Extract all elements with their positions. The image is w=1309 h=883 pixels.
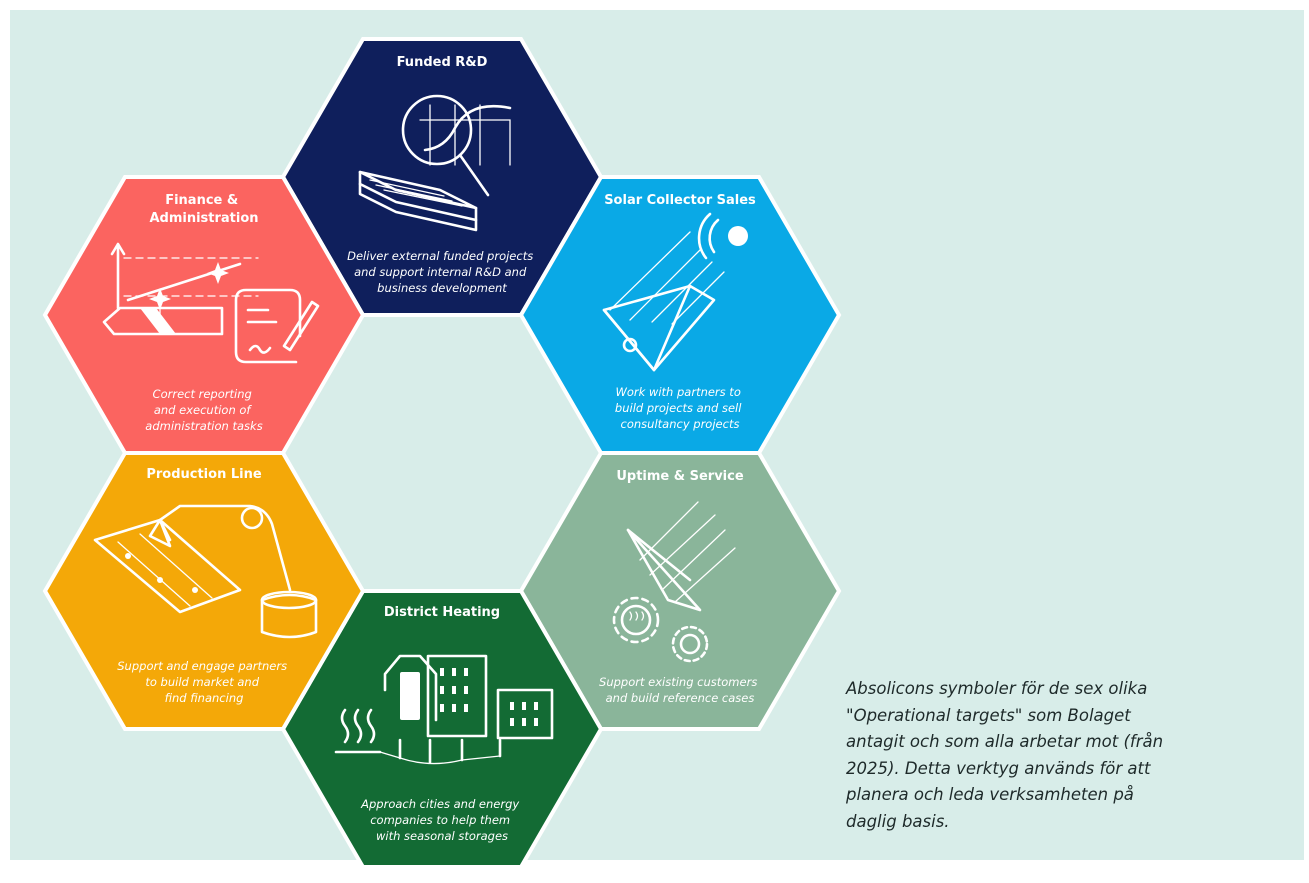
hex-title: District Heating bbox=[384, 605, 500, 620]
hex-description: Support existing customers and build ref… bbox=[599, 675, 761, 705]
windows bbox=[440, 668, 468, 712]
collector-gears-icon bbox=[612, 501, 736, 663]
hex-finance-administration: Finance & Administration Correct reporti… bbox=[42, 175, 366, 455]
caption-line: daglig basis. bbox=[846, 811, 950, 831]
hex-title: Solar Collector Sales bbox=[604, 193, 756, 208]
hex-description: Approach cities and energy companies to … bbox=[360, 797, 523, 843]
caption-line: Absolicons symboler för de sex olika bbox=[846, 679, 1148, 698]
hex-description: Deliver external funded projects and sup… bbox=[347, 249, 537, 295]
caption-text: Absolicons symboler för de sex olika "Op… bbox=[846, 676, 1164, 835]
hex-description: Work with partners to build projects and… bbox=[615, 385, 745, 431]
hex-solar-collector-sales: Solar Collector Sales Work with partners… bbox=[518, 175, 842, 455]
hex-title: Production Line bbox=[146, 467, 262, 482]
hex-title: Funded R&D bbox=[397, 55, 488, 70]
hex-title: Uptime & Service bbox=[616, 469, 744, 484]
hex-description: Support and engage partners to build mar… bbox=[117, 659, 290, 705]
caption-line: "Operational targets" som Bolaget bbox=[846, 705, 1131, 725]
hex-district-heating: District Heating bbox=[280, 589, 604, 869]
city-buildings-icon bbox=[334, 654, 554, 765]
hex-title: Finance & Administration bbox=[149, 193, 258, 226]
hex-shape bbox=[42, 175, 366, 455]
magnifier-report-icon bbox=[358, 94, 512, 232]
solar-collector-icon bbox=[602, 212, 748, 372]
caption-line: planera och leda verksamheten på bbox=[846, 785, 1134, 804]
chart-document-icon bbox=[102, 242, 320, 364]
caption-line: 2025). Detta verktyg används för att bbox=[846, 758, 1151, 778]
hex-description: Correct reporting and execution of admin… bbox=[145, 387, 262, 433]
robot-arm-icon bbox=[93, 504, 318, 639]
caption-line: antagit och som alla arbetar mot (från bbox=[846, 732, 1164, 751]
